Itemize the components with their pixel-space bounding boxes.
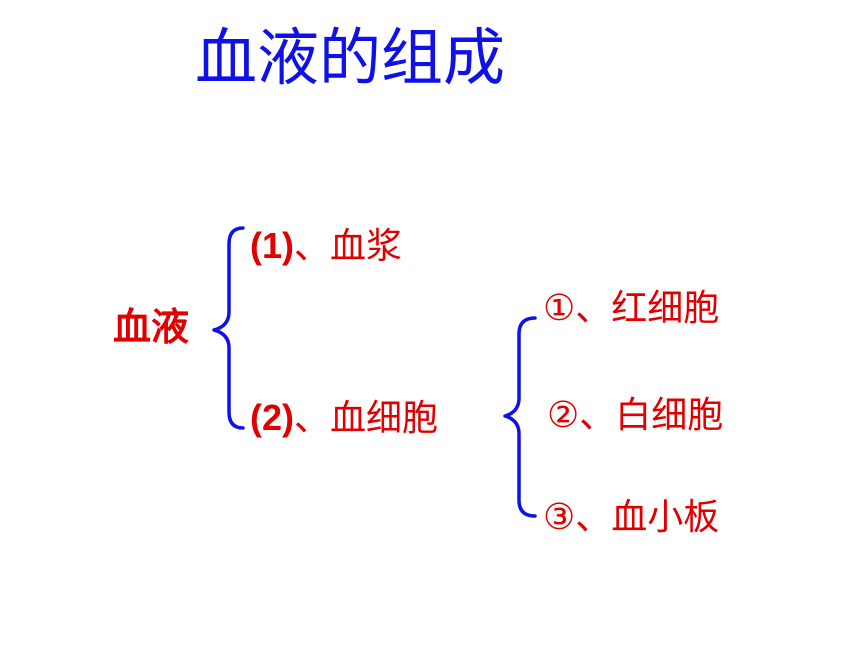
page-title: 血液的组成 xyxy=(195,21,506,94)
cell-red: ①、红细胞 xyxy=(543,288,720,329)
branch-plasma-number: (1) xyxy=(250,225,294,266)
brace-main xyxy=(212,226,245,430)
branch-plasma-text: 、血浆 xyxy=(294,226,403,267)
branch-blood-cells-number: (2) xyxy=(250,397,294,438)
root-label: 血液 xyxy=(113,305,190,349)
branch-blood-cells: (2)、血细胞 xyxy=(250,395,438,442)
cell-platelet: ③、血小板 xyxy=(543,497,720,538)
branch-blood-cells-text: 、血细胞 xyxy=(294,398,439,439)
brace-cells xyxy=(503,316,537,518)
cell-white: ②、白细胞 xyxy=(547,395,724,436)
branch-plasma: (1)、血浆 xyxy=(250,223,402,270)
